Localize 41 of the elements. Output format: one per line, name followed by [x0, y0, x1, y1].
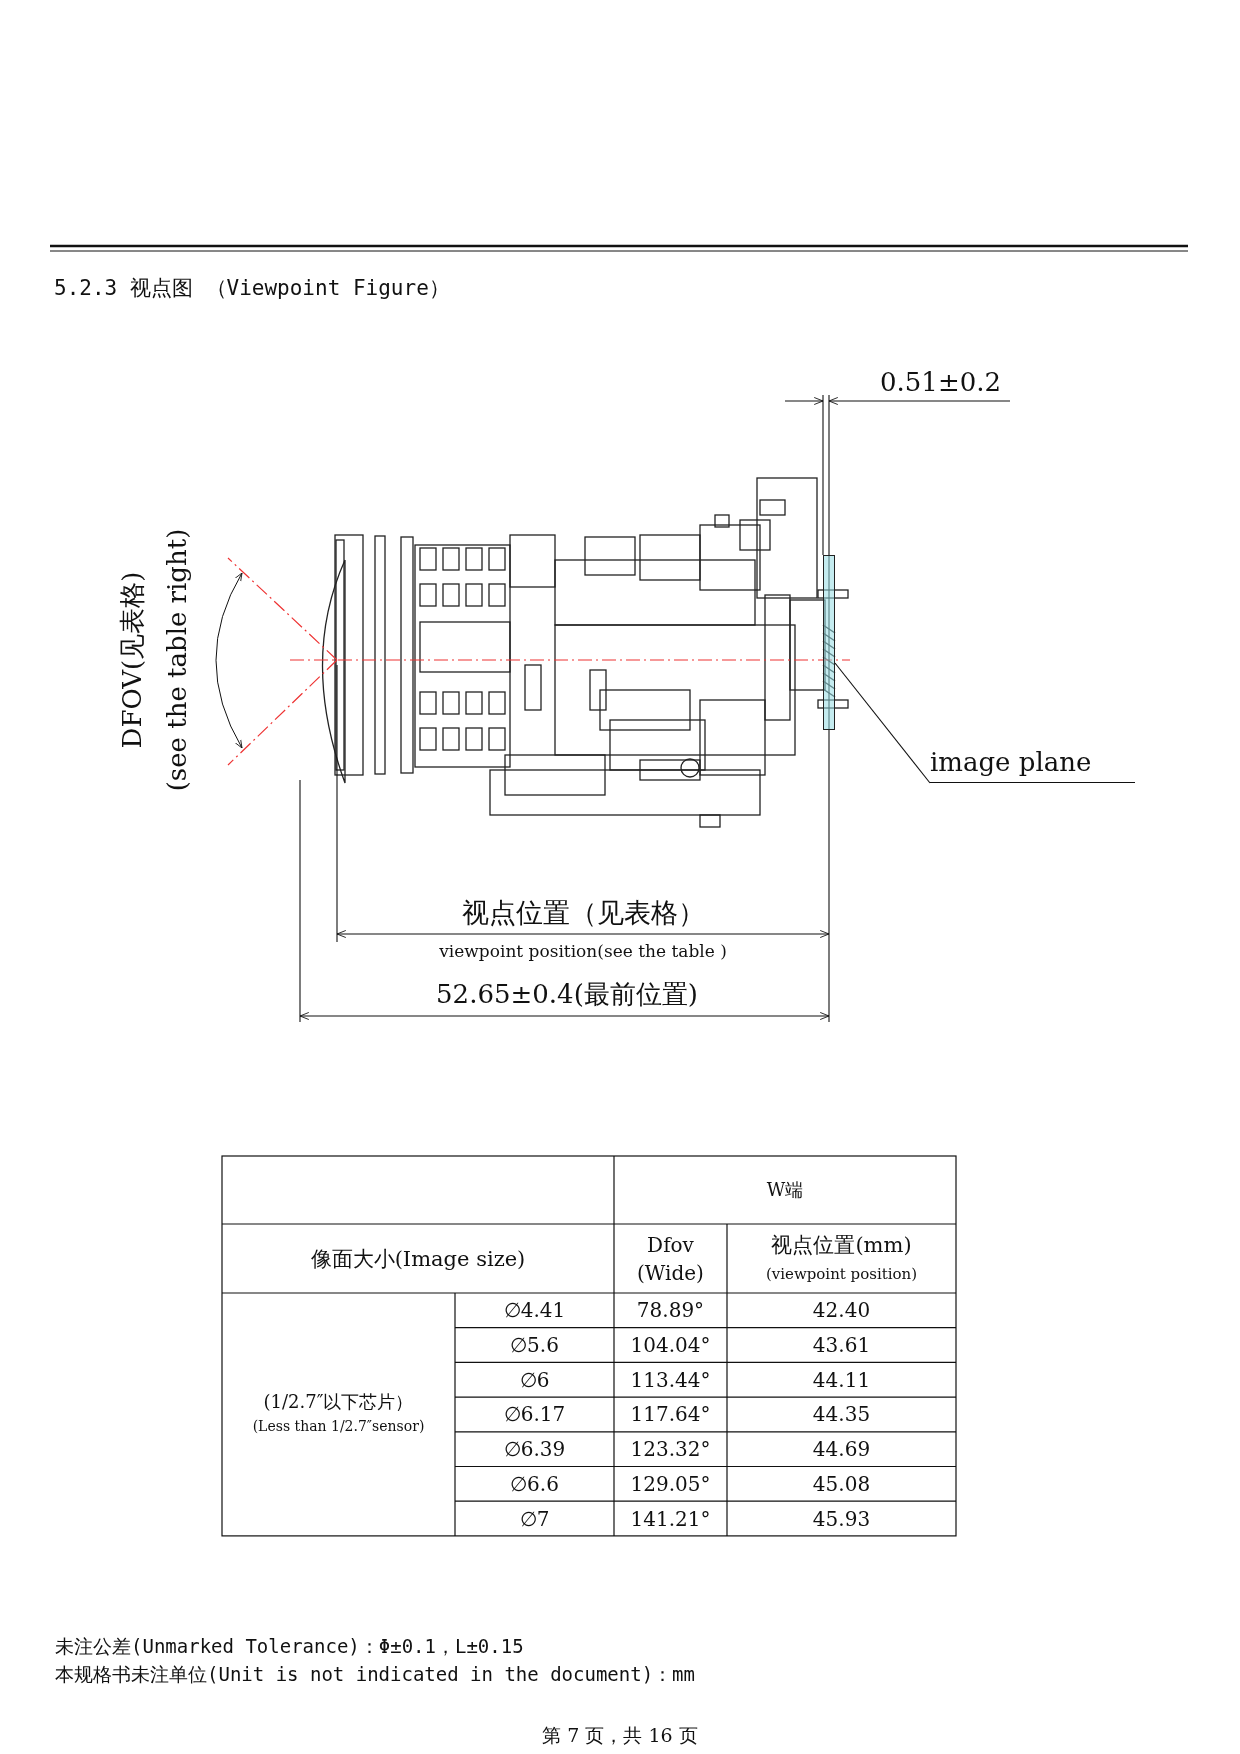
table-value: ∅5.6	[510, 1333, 559, 1357]
table-header: Dfov (Wide)	[636, 1231, 705, 1287]
rotated-dimension-text: (see the table right)	[163, 528, 193, 792]
dimension-text: 视点位置（见表格）	[461, 897, 705, 929]
table-value: 42.40	[812, 1298, 871, 1322]
dimension-text: 0.51±0.2	[880, 368, 1002, 398]
table-value: ∅6.6	[510, 1472, 559, 1496]
table-value: 141.21°	[630, 1507, 711, 1531]
table-header: (viewpoint position)	[765, 1265, 918, 1284]
image-sensor-plane	[823, 555, 835, 730]
table-value: 117.64°	[630, 1402, 711, 1426]
table-value: ∅7	[519, 1507, 550, 1531]
section-heading: 5.2.3 视点图 （Viewpoint Figure）	[54, 276, 450, 301]
leader-label: image plane	[930, 748, 1135, 783]
table-row-header: (1/2.7″以下芯片）	[263, 1392, 414, 1413]
table-value: 129.05°	[630, 1472, 711, 1496]
table-value: ∅4.41	[503, 1298, 566, 1322]
table-value: 104.04°	[630, 1333, 711, 1357]
table-row-header: (Less than 1/2.7″sensor)	[252, 1418, 425, 1435]
table-value: 78.89°	[636, 1298, 705, 1322]
leader-line	[834, 662, 931, 784]
table-value: 44.35	[812, 1402, 871, 1426]
table-header: 像面大小(Image size)	[310, 1246, 526, 1271]
rotated-dimension-text: DFOV(见表格)	[118, 571, 148, 749]
dimension-text: 52.65±0.4(最前位置)	[436, 980, 698, 1010]
table-value: 45.93	[812, 1507, 871, 1531]
dimension-text: viewpoint position(see the table )	[439, 942, 727, 962]
table-value: 43.61	[812, 1333, 871, 1357]
table-value: 44.11	[812, 1368, 871, 1392]
note-text: 本规格书未注单位(Unit is not indicated in the document)：mm	[55, 1664, 695, 1686]
table-value: ∅6.17	[503, 1402, 566, 1426]
table-value: 44.69	[812, 1437, 871, 1461]
table-value: 113.44°	[630, 1368, 711, 1392]
table-value: 123.32°	[630, 1437, 711, 1461]
note-text: 未注公差(Unmarked Tolerance)：Φ±0.1，L±0.15	[55, 1636, 524, 1658]
table-value: ∅6.39	[503, 1437, 566, 1461]
table-header: W端	[766, 1179, 804, 1201]
table-value: 45.08	[812, 1472, 871, 1496]
page-number: 第 7 页，共 16 页	[542, 1725, 698, 1747]
table-header: 视点位置(mm)	[771, 1232, 912, 1257]
table-value: ∅6	[519, 1368, 550, 1392]
